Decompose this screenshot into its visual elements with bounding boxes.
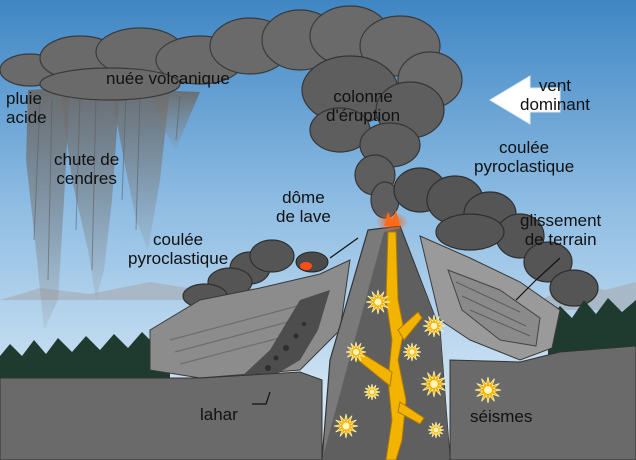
rain-streaks [33,95,181,281]
label-nuee-volcanique: nuée volcanique [106,69,230,88]
earthquake-markers [333,289,502,439]
label-chute-de-cendres: chute de cendres [54,150,120,188]
volcanic-cloud [0,5,463,109]
label-colonne-eruption: colonne d'éruption [326,87,401,125]
starburst-core [409,349,415,355]
starburst-core [430,380,438,388]
starburst-core [353,349,359,355]
leader-lines [252,237,561,405]
label-glissement-de-terrain: glissement de terrain [520,211,602,249]
volcano-interior [322,228,450,460]
label-seismes: séismes [470,407,533,426]
eruption-column [301,55,445,219]
ground-left [0,371,323,460]
label-dome-de-lave: dôme de lave [276,188,331,226]
starburst-core [433,427,439,433]
ground-right [449,345,636,460]
landslide-lines [455,281,531,337]
magma-conduit [357,231,425,460]
starburst-core [342,422,350,430]
pyroclastic-flow-right [393,167,599,307]
label-vent-dominant: vent dominant [520,76,590,114]
starburst-core [430,322,438,330]
label-coulee-pyroclastique-left: coulée pyroclastique [128,230,229,268]
wind-arrow-icon [489,75,561,125]
starburst-core [369,389,375,395]
label-pluie-acide: pluie acide [6,89,47,127]
forest-left [0,332,170,380]
lahar-channel [240,290,330,384]
lava-dome [295,251,329,273]
crater-lava [384,210,400,226]
label-lahar: lahar [200,405,238,424]
label-coulee-pyroclastique-right: coulée pyroclastique [474,138,575,176]
starburst-core [484,386,492,394]
starburst-core [374,298,382,306]
